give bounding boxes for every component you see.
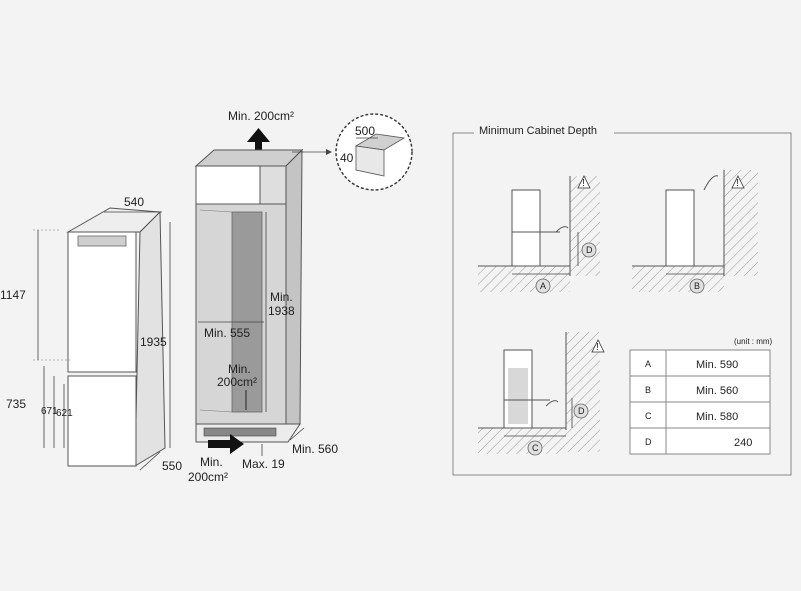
- fridge-height-total-label: 1935: [140, 335, 167, 349]
- table-row: B Min. 560: [645, 385, 738, 397]
- marker-d-2: D: [578, 406, 585, 416]
- row-c-value: Min. 580: [696, 411, 738, 423]
- fridge-height-top-label: 1147: [0, 288, 26, 302]
- fridge-height-671-label: 671: [41, 406, 58, 417]
- marker-d-1: D: [586, 245, 593, 255]
- marker-a: A: [540, 281, 546, 291]
- cabinet-drawing: Min. 200cm² Min. 555 Min. 1938 Min. 200c…: [188, 109, 338, 484]
- minimum-depth-panel: Minimum Cabinet Depth ! A D: [452, 122, 792, 476]
- fridge-drawing: 540 1147 735 671 621 1935 550: [0, 195, 182, 473]
- cabinet-inner-recess: [231, 211, 263, 413]
- marker-b: B: [694, 281, 700, 291]
- table-row: A Min. 590: [645, 359, 738, 371]
- vent-mid-label-2: 200cm²: [217, 375, 257, 389]
- row-d-key: D: [645, 437, 652, 447]
- depth-diagram-c: ! C D: [478, 332, 605, 456]
- panel-border: [452, 132, 792, 476]
- fridge-height-621-label: 621: [56, 408, 73, 419]
- svg-text:!: !: [736, 178, 739, 189]
- row-a-value: Min. 590: [696, 359, 738, 371]
- svg-text:!: !: [582, 178, 585, 189]
- plinth-max-label: Max. 19: [242, 457, 285, 471]
- cabinet-depth-label: Min. 560: [292, 442, 338, 456]
- cabinet-inner-height-label-2: 1938: [268, 304, 295, 318]
- depth-diagram-a: ! A D: [478, 175, 600, 294]
- cabinet-inner-height-label-1: Min.: [270, 290, 293, 304]
- fridge-hinge: [77, 235, 127, 247]
- depth-table: (unit : mm) A Min. 590 B Min. 560 C Min.…: [629, 337, 773, 455]
- fridge-height-bottom-label: 735: [6, 397, 26, 411]
- row-b-key: B: [645, 385, 651, 395]
- cabinet-inner-width-label: Min. 555: [204, 326, 250, 340]
- fridge-upper-door: [67, 231, 137, 373]
- vent-bottom-arrow: [208, 434, 244, 454]
- panel-title: Minimum Cabinet Depth: [479, 125, 597, 137]
- fridge-side-face: [134, 210, 166, 467]
- row-a-key: A: [645, 359, 651, 369]
- detail-width-label: 500: [355, 124, 375, 138]
- vent-top-arrow: [247, 128, 270, 152]
- vent-bottom-label-2: 200cm²: [188, 470, 228, 484]
- cabinet-top-box: [195, 165, 261, 205]
- row-d-value: 240: [734, 437, 752, 449]
- fridge-width-label: 540: [124, 195, 144, 209]
- vent-mid-label-1: Min.: [228, 362, 251, 376]
- vent-bottom-label-1: Min.: [200, 455, 223, 469]
- row-b-value: Min. 560: [696, 385, 738, 397]
- fridge-lower-door: [67, 375, 137, 467]
- svg-text:!: !: [596, 342, 599, 353]
- table-row: D 240: [645, 437, 752, 449]
- table-row: C Min. 580: [645, 411, 738, 423]
- fridge-depth-label: 550: [162, 459, 182, 473]
- detail-height-label: 40: [340, 151, 354, 165]
- marker-c: C: [532, 443, 539, 453]
- row-c-key: C: [645, 411, 652, 421]
- unit-label: (unit : mm): [734, 337, 773, 346]
- depth-diagram-b: ! B: [632, 170, 758, 294]
- detail-circle: 500 40: [335, 113, 413, 191]
- vent-top-label: Min. 200cm²: [228, 109, 294, 123]
